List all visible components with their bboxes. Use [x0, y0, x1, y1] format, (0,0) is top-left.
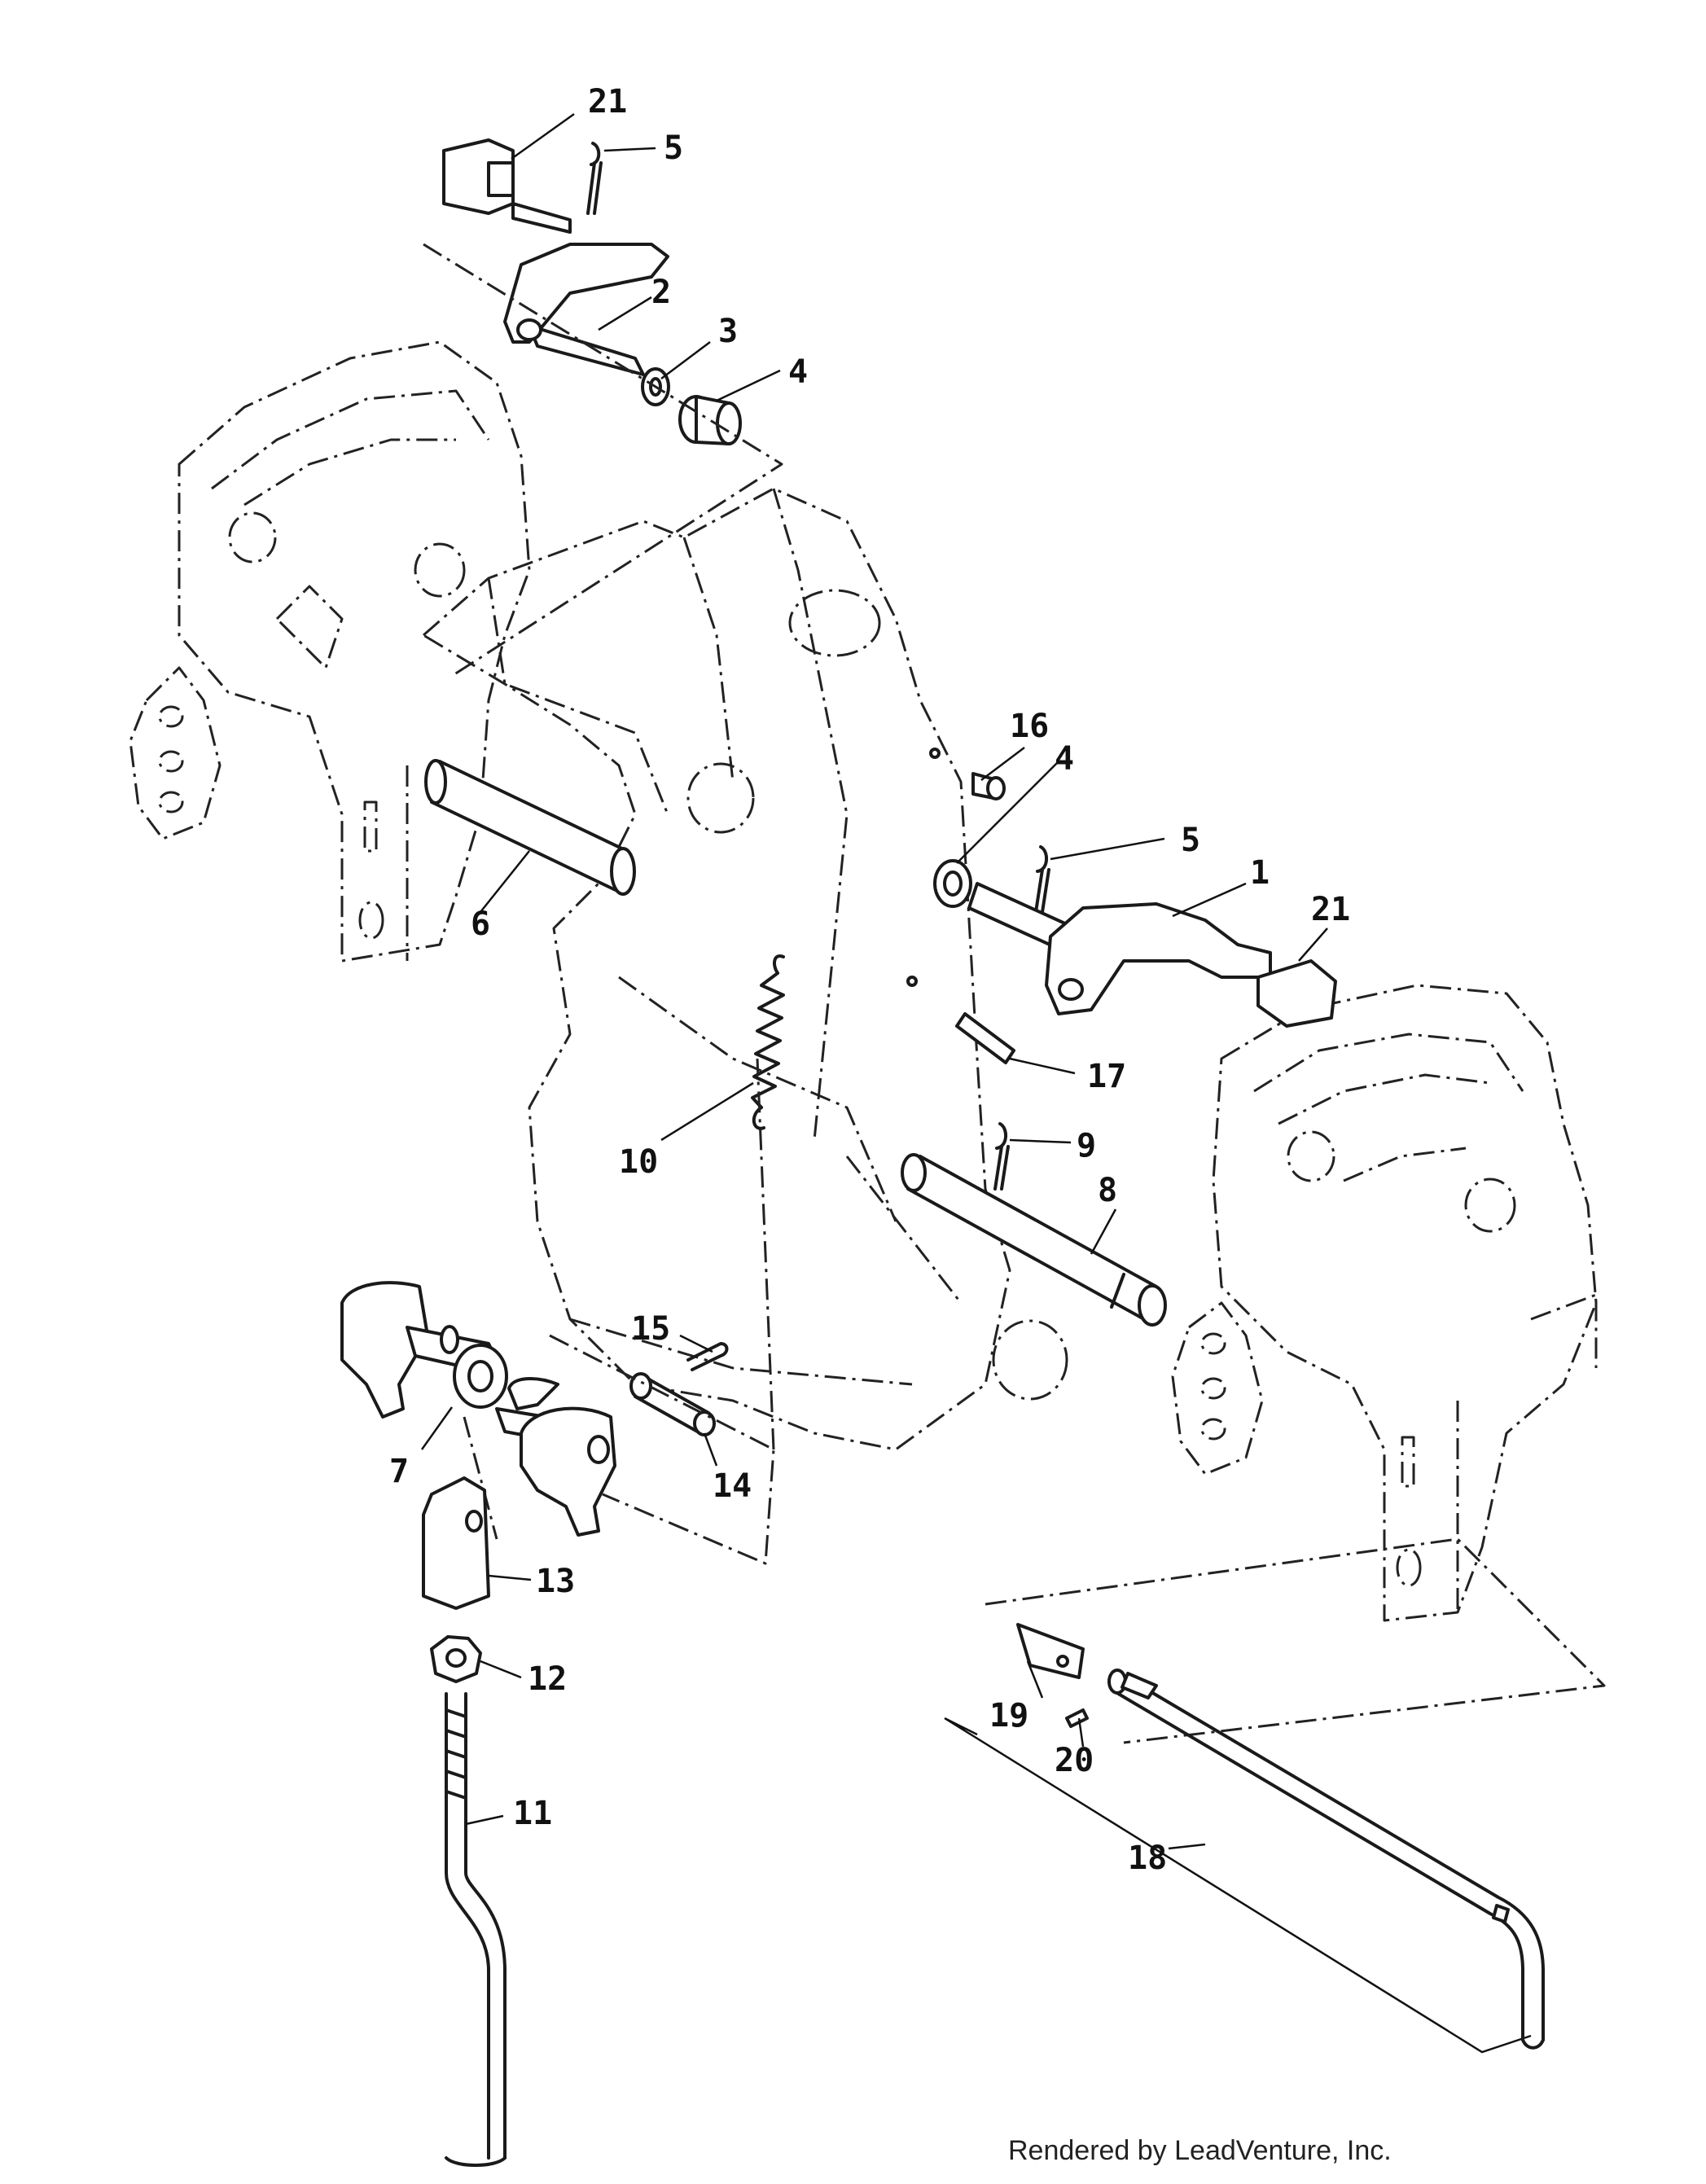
part-13-clevis [422, 1476, 490, 1610]
callout-5-right: 5 [1181, 822, 1200, 859]
callout-19: 19 [989, 1697, 1028, 1734]
axis-line-cam [463, 1058, 775, 1565]
callout-10: 10 [619, 1143, 658, 1181]
part-5-cotter-pin-right [1034, 845, 1050, 914]
part-1-lever-right [967, 882, 1272, 1015]
callout-12: 12 [528, 1660, 567, 1698]
part-7-cam-assembly [340, 1281, 616, 1537]
part-11-link-rod [445, 1692, 507, 2167]
part-21-knob-top [442, 138, 515, 215]
callout-21-right: 21 [1311, 891, 1350, 928]
callout-9: 9 [1077, 1127, 1096, 1164]
part-18-tiller-extension [944, 1537, 1606, 2054]
callout-1: 1 [1250, 854, 1270, 892]
part-16-screw [929, 748, 1006, 800]
part-20-roll-pin [1065, 1708, 1089, 1728]
callout-2: 2 [651, 274, 671, 311]
part-10-spring [751, 954, 785, 1130]
callout-11: 11 [513, 1795, 552, 1832]
swivel-bracket-outline [422, 487, 1068, 1451]
part-15-cotter-pin [686, 1342, 729, 1371]
part-9-cotter-pin [993, 1122, 1010, 1191]
leader-lines [420, 112, 1328, 1850]
part-6-pivot-pin [424, 759, 636, 896]
part-21-knob-right [1256, 959, 1337, 1028]
part-17-roll-pin [906, 976, 1015, 1064]
callout-17: 17 [1087, 1058, 1126, 1095]
callout-7: 7 [389, 1453, 409, 1490]
callout-4-right: 4 [1055, 740, 1074, 778]
part-5-cotter-pin-top [586, 142, 603, 215]
callout-numbers: 21 5 2 3 4 16 4 5 1 21 6 17 10 9 8 15 7 … [389, 83, 1350, 1877]
callout-21-top: 21 [588, 83, 627, 121]
callout-14: 14 [713, 1467, 752, 1505]
rendered-by-credit: Rendered by LeadVenture, Inc. [1008, 2135, 1392, 2166]
callout-4-top: 4 [788, 353, 808, 391]
part-19-handle-tip [1016, 1623, 1085, 1679]
part-8-tilt-tube [901, 1153, 1167, 1327]
part-4-bushing-top [678, 395, 742, 445]
part-2-lever-top [503, 202, 669, 376]
right-clamp-bracket-outline [1171, 984, 1598, 1622]
callout-18: 18 [1128, 1840, 1167, 1877]
callout-3: 3 [718, 313, 738, 350]
callout-20: 20 [1055, 1742, 1094, 1779]
part-18-rod [1107, 1669, 1545, 2050]
callout-15: 15 [631, 1310, 670, 1348]
callout-13: 13 [536, 1563, 575, 1600]
part-12-nut [430, 1635, 482, 1683]
callout-16: 16 [1010, 708, 1049, 745]
callout-6: 6 [471, 906, 490, 943]
callout-5-top: 5 [664, 129, 683, 167]
callout-8: 8 [1098, 1172, 1117, 1209]
axis-line-top [423, 243, 783, 678]
part-4-bushing-right [933, 859, 972, 908]
left-clamp-bracket-outline [129, 340, 531, 963]
